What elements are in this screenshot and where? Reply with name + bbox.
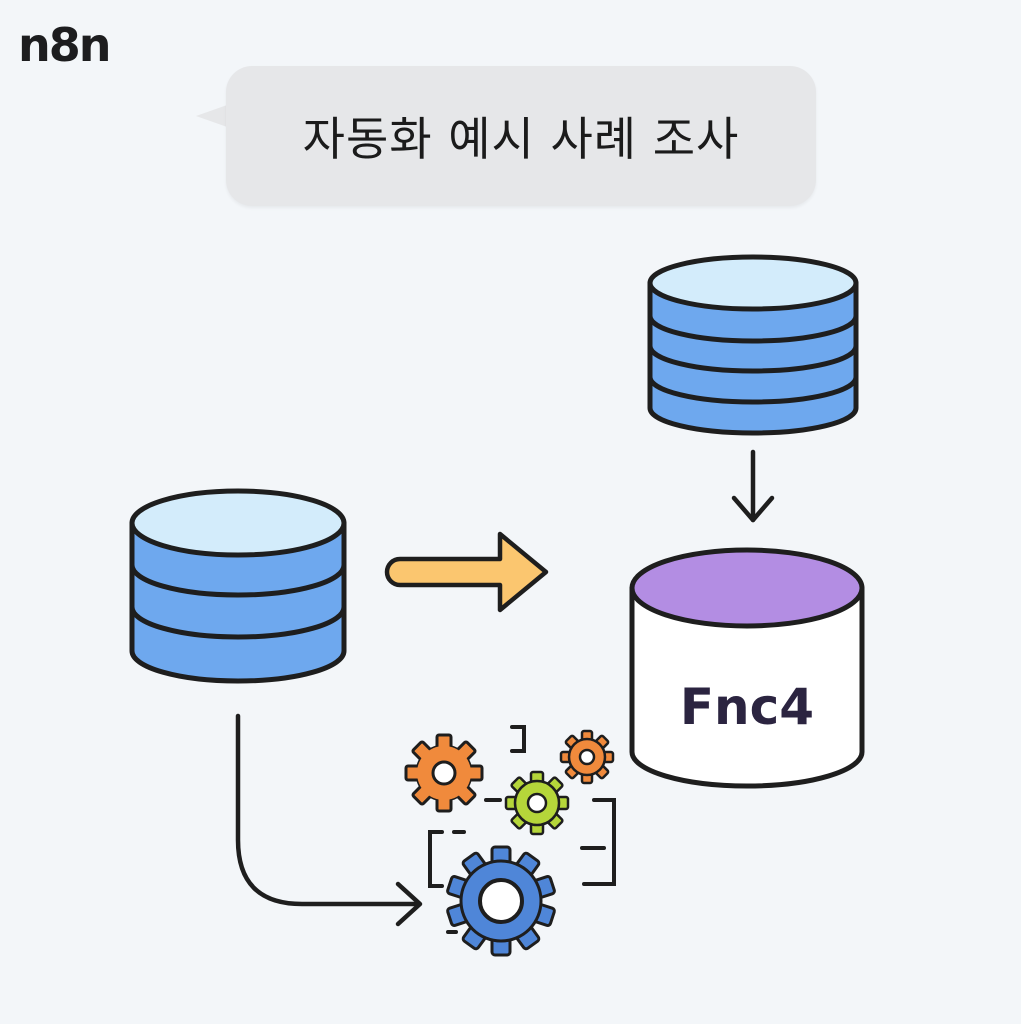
top-database-icon	[647, 254, 859, 436]
n8n-logo: n8n	[18, 18, 112, 72]
arrow-down-icon	[731, 449, 775, 523]
target-cylinder-label: Fnc4	[680, 678, 814, 736]
speech-bubble-text: 자동화 예시 사례 조사	[302, 112, 740, 166]
gears-icon	[404, 725, 616, 957]
target-cylinder-icon	[629, 547, 865, 789]
speech-bubble: 자동화 예시 사례 조사	[226, 66, 816, 206]
speech-bubble-tail	[196, 104, 230, 128]
arrow-right-icon	[384, 531, 549, 613]
arrow-curved-icon	[235, 713, 423, 927]
source-database-icon	[129, 488, 347, 684]
